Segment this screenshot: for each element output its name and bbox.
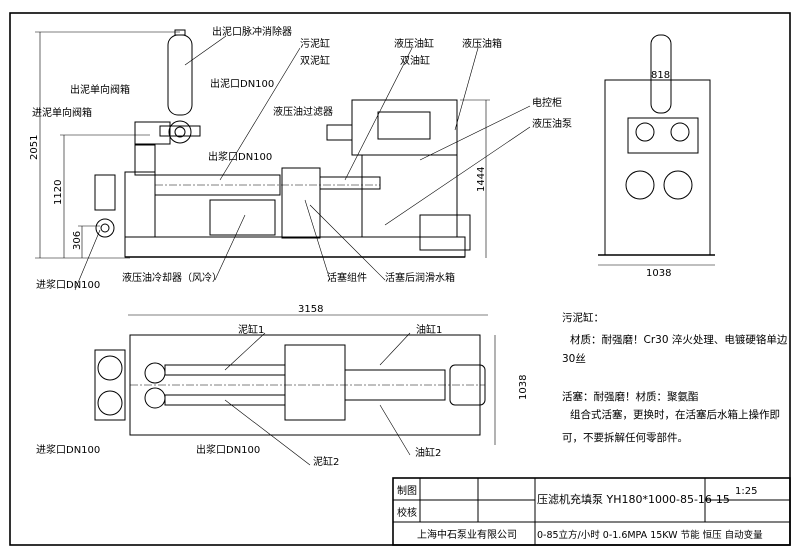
- svg-text:活塞：耐强磨！材质：聚氨酯: 活塞：耐强磨！材质：聚氨酯: [562, 390, 699, 403]
- label-control-cabinet: 电控柜: [532, 96, 562, 109]
- technical-notes: 污泥缸： 材质：耐强磨！Cr30 淬火处理、电镀硬铬单边 30丝 活塞：耐强磨！…: [562, 311, 788, 444]
- label-in-check-valve: 进泥单向阀箱: [32, 106, 92, 119]
- inlet-check-valve: [94, 174, 116, 211]
- label-out-check-valve: 出泥单向阀箱: [70, 83, 130, 96]
- svg-text:污泥缸：: 污泥缸：: [562, 311, 604, 324]
- label-plan-inlet: 进浆口DN100: [36, 443, 100, 456]
- label-water-tank: 活塞后润滑水箱: [385, 271, 455, 284]
- outlet-valve: [168, 120, 192, 144]
- label-pulse-damper: 出泥口脉冲消除器: [212, 25, 292, 38]
- label-piston: 活塞组件: [327, 271, 367, 284]
- svg-text:30丝: 30丝: [562, 353, 586, 365]
- label-double-sludge: 双泥缸: [300, 54, 330, 67]
- piston-box: [281, 167, 321, 239]
- label-mud-cyl2: 泥缸2: [313, 455, 339, 468]
- oil-filter: [326, 124, 353, 141]
- label-oil-tank: 液压油箱: [462, 37, 502, 50]
- dim-1444: 1444: [476, 167, 487, 192]
- pulse-damper-tank: [167, 34, 193, 116]
- front-dimensions: 2051 1120 306 1444: [29, 31, 490, 259]
- base-frame: [124, 236, 466, 258]
- label-sludge-cylinder: 污泥缸: [300, 37, 330, 50]
- leader-lines: [74, 35, 531, 466]
- dim-3158: 3158: [298, 304, 323, 315]
- checked-by-label: 校核: [397, 506, 417, 519]
- title-block: 制图 校核 上海中石泵业有限公司 压滤机充填泵 YH180*1000-85-16…: [392, 477, 791, 546]
- drawing-title: 压滤机充填泵 YH180*1000-85-16-15: [537, 492, 730, 506]
- oil-cooler: [209, 199, 276, 236]
- label-oil-filter: 液压油过滤器: [273, 105, 333, 118]
- label-oil-pump: 液压油泵: [532, 117, 572, 130]
- control-cabinet: [361, 154, 458, 238]
- label-slurry-outlet: 出浆口DN100: [208, 150, 272, 163]
- label-plan-outlet: 出浆口DN100: [196, 443, 260, 456]
- label-mud-cyl1: 泥缸1: [238, 323, 264, 336]
- callout-labels: 出泥口脉冲消除器 污泥缸 双泥缸 液压油缸 双油缸 液压油箱 出泥口DN100 …: [32, 25, 572, 468]
- label-slurry-inlet: 进浆口DN100: [36, 278, 100, 291]
- dim-2051: 2051: [29, 135, 40, 160]
- svg-text:组合式活塞，更换时，在活塞后水箱上操作即: 组合式活塞，更换时，在活塞后水箱上操作即: [570, 408, 780, 421]
- svg-text:可，不要拆解任何零部件。: 可，不要拆解任何零部件。: [562, 431, 688, 444]
- side-view: 818 1038: [598, 34, 715, 279]
- oil-tank: [351, 99, 458, 156]
- company-name: 上海中石泵业有限公司: [417, 528, 517, 541]
- front-view: [94, 29, 471, 258]
- specifications: 0-85立方/小时 0-1.6MPA 15KW 节能 恒压 自动变量: [537, 529, 763, 541]
- dim-818: 818: [651, 70, 670, 81]
- label-oil-cyl1: 油缸1: [416, 323, 442, 336]
- label-oil-cyl2: 油缸2: [415, 446, 441, 459]
- label-hyd-cylinder: 液压油缸: [394, 37, 434, 50]
- drawn-by-label: 制图: [397, 484, 417, 497]
- label-double-oil: 双油缸: [400, 54, 430, 67]
- dim-1120: 1120: [53, 180, 64, 205]
- motor: [419, 214, 471, 251]
- scale: 1:25: [735, 486, 757, 497]
- dim-306: 306: [72, 231, 83, 250]
- svg-text:材质：耐强磨！Cr30 淬火处理、电镀硬铬单边: 材质：耐强磨！Cr30 淬火处理、电镀硬铬单边: [570, 333, 788, 346]
- label-oil-cooler: 液压油冷却器（风冷）: [122, 271, 222, 284]
- label-mud-outlet: 出泥口DN100: [210, 77, 274, 90]
- dim-1038-side: 1038: [646, 268, 671, 279]
- dim-1038-plan: 1038: [518, 375, 529, 400]
- plan-view: 3158 1038: [94, 304, 529, 445]
